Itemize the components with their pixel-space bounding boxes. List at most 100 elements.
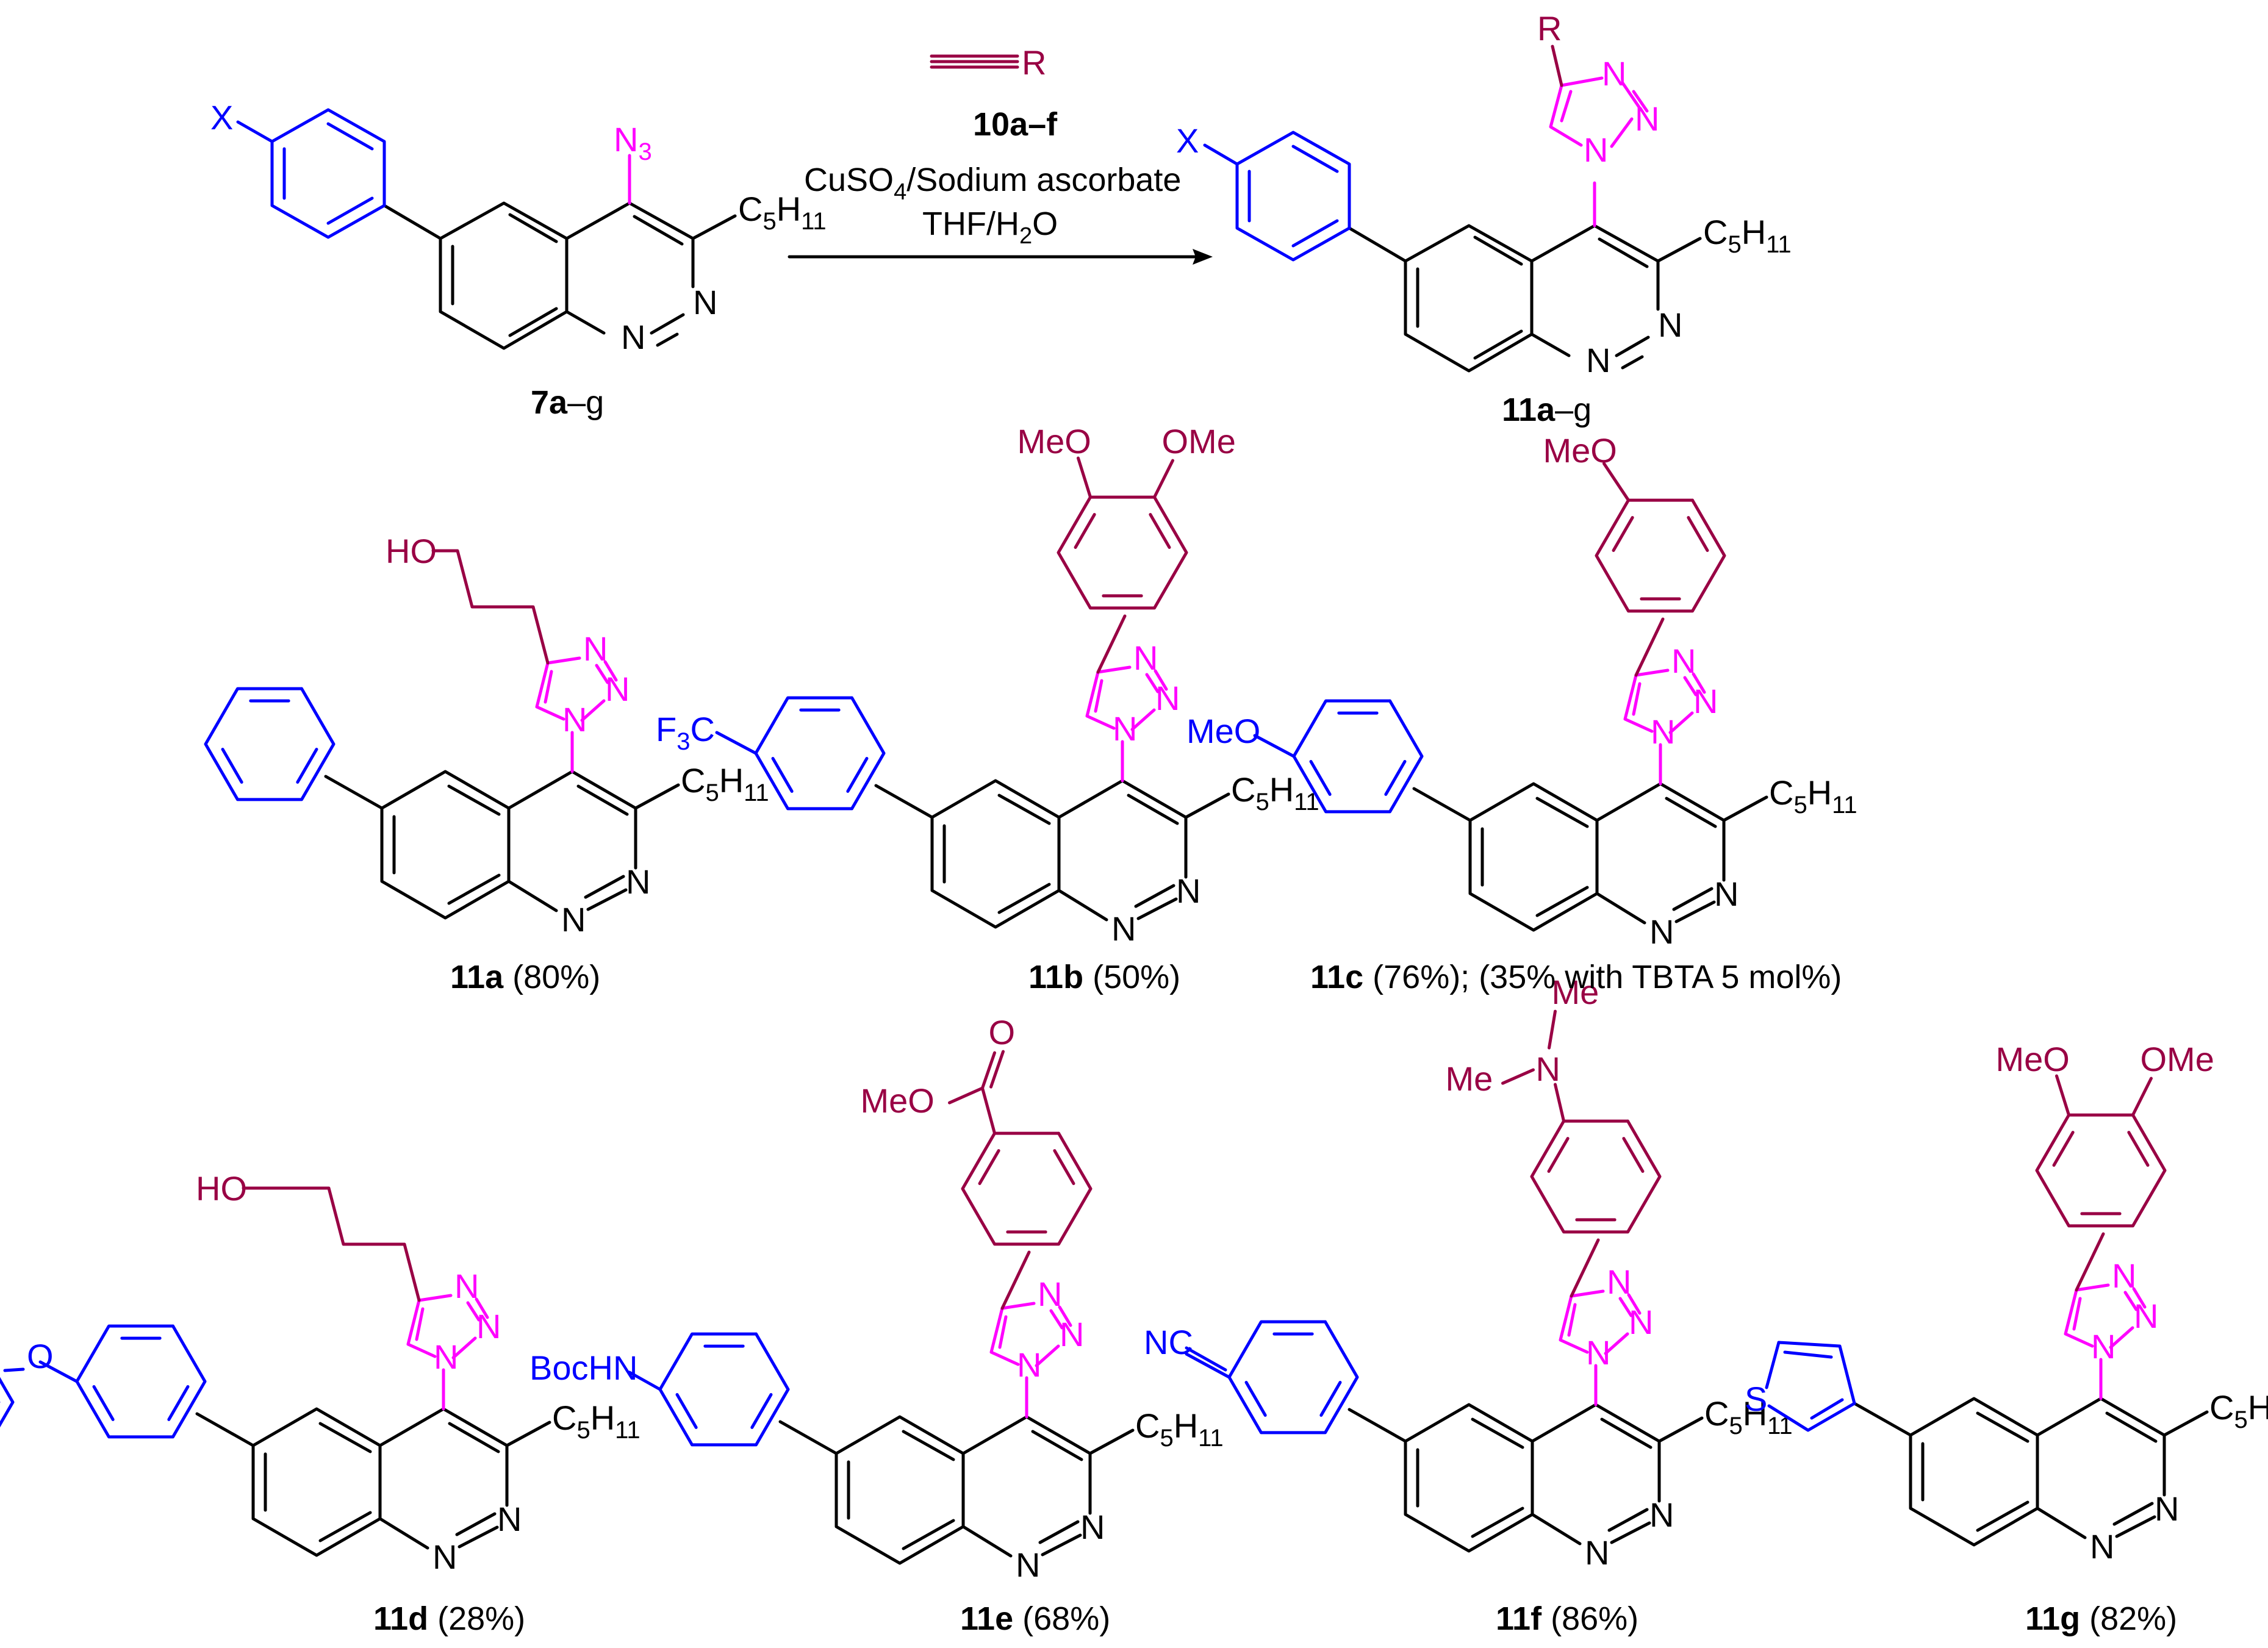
methyl-label-1: Me — [1552, 973, 1599, 1011]
triazole-N1: N — [1113, 709, 1137, 748]
hydroxyl-label: HO — [196, 1169, 247, 1208]
hydroxyl-label: HO — [386, 532, 437, 570]
atom-N-2: N — [1016, 1546, 1040, 1584]
c5h11-label: C5H11 — [2209, 1388, 2268, 1433]
c5h11-label: C5H11 — [1769, 773, 1857, 819]
triazole-N3: N — [1133, 639, 1158, 677]
methyl-label-2: Me — [1446, 1059, 1493, 1098]
methoxy-label: MeO — [1543, 431, 1617, 470]
atom-N-3: N — [1080, 1508, 1105, 1546]
c5h11-label: C5H11 — [552, 1399, 641, 1444]
methoxy-label-1: MeO — [1017, 422, 1091, 460]
c5h11-label: C5H11 — [1135, 1406, 1224, 1452]
atom-X: X — [210, 98, 233, 137]
compound-11g: NNC5H11NNNSMeOOMe — [1745, 1040, 2268, 1566]
triazole-N1: N — [434, 1338, 458, 1376]
c5h11-label: C5H11 — [1704, 1394, 1793, 1439]
c5h11-label: C5H11 — [1231, 770, 1319, 815]
label-11e: 11e (68%) — [960, 1600, 1110, 1637]
atom-N-3: N — [1658, 306, 1682, 344]
atom-N-3: N — [2155, 1489, 2179, 1528]
label-11f: 11f (86%) — [1496, 1600, 1638, 1637]
reagent-label: 10a–f — [973, 106, 1058, 143]
methoxy-label-2: OMe — [1162, 422, 1236, 460]
label-7a-g: 7a–g — [531, 384, 604, 421]
triazole-N3: N — [583, 629, 608, 668]
atom-N-2: N — [621, 318, 645, 356]
atom-N-2: N — [432, 1538, 457, 1576]
atom-N-3: N — [1176, 872, 1200, 910]
triazole-N1: N — [1584, 131, 1608, 169]
atom-N-3: N — [693, 283, 717, 321]
atom-N-2: N — [1586, 341, 1610, 379]
label-11b: 11b (50%) — [1028, 959, 1180, 995]
bochn-label: BocHN — [529, 1349, 637, 1387]
label-11a: 11a (80%) — [450, 959, 600, 995]
c5h11-label: C5H11 — [738, 190, 827, 235]
methoxy-label-2: OMe — [2141, 1040, 2214, 1078]
c5h11-label: C5H11 — [1703, 213, 1792, 258]
methoxy-label-1: MeO — [1996, 1040, 2070, 1078]
atom-N-2: N — [1649, 912, 1674, 951]
triazole-N3: N — [1671, 642, 1696, 680]
atom-S: S — [1745, 1380, 1767, 1418]
triazole-N3: N — [2112, 1256, 2136, 1295]
atom-R: R — [1537, 9, 1562, 48]
amine-N: N — [1536, 1050, 1560, 1088]
triazole-N1: N — [1586, 1333, 1610, 1372]
atom-N-2: N — [2090, 1527, 2114, 1566]
triazole-N2: N — [1060, 1315, 1084, 1353]
label-11d: 11d (28%) — [373, 1600, 525, 1637]
conditions-line-1: CuSO4/Sodium ascorbate — [804, 162, 1181, 205]
atom-X: X — [1176, 121, 1199, 160]
atom-N-3: N — [1649, 1496, 1674, 1534]
cinnoline-core — [439, 154, 737, 350]
atom-N-2: N — [1585, 1533, 1609, 1572]
atom-N-2: N — [1111, 909, 1136, 948]
starting-material-7: X N3 C5H11 N N 7a–g — [210, 98, 827, 421]
triazole-N2: N — [476, 1307, 501, 1345]
atom-N3: N3 — [614, 120, 652, 165]
label-11c: 11c (76%); (35% with TBTA 5 mol%) — [1310, 959, 1842, 995]
ether-oxygen: O — [27, 1337, 54, 1375]
label-11g: 11g (82%) — [2025, 1600, 2177, 1637]
atom-N-3: N — [626, 862, 650, 901]
aryl-ring-X — [236, 108, 442, 240]
triazole-N2: N — [2134, 1297, 2158, 1335]
triazole-N2: N — [1635, 99, 1659, 138]
c5h11-label: C5H11 — [681, 761, 769, 806]
triazole-N1: N — [2091, 1327, 2115, 1366]
atom-N-3: N — [497, 1500, 522, 1538]
cf3-label: F3C — [656, 710, 715, 755]
carbonyl-oxygen: O — [989, 1013, 1016, 1051]
methoxy-label: MeO — [1186, 712, 1260, 750]
reaction-conditions: R 10a–f CuSO4/Sodium ascorbate THF/H2O — [788, 43, 1213, 265]
triazole-N2: N — [1693, 682, 1718, 720]
triazole-N3: N — [1607, 1263, 1631, 1301]
atom-N-3: N — [1714, 875, 1739, 913]
triazole-N2: N — [1629, 1303, 1653, 1341]
label-11a-g: 11a–g — [1502, 392, 1592, 428]
alkyne-R: R — [1022, 43, 1046, 82]
atom-N-2: N — [561, 900, 586, 939]
arrow-head — [1193, 249, 1213, 265]
triazole-N3: N — [1038, 1275, 1062, 1313]
triazole-N1: N — [1651, 712, 1675, 751]
triazole-N1: N — [1017, 1345, 1041, 1384]
nitrile-label: NC — [1144, 1323, 1193, 1361]
triazole-N2: N — [605, 670, 630, 708]
triazole-N2: N — [1155, 679, 1180, 717]
conditions-line-2: THF/H2O — [922, 206, 1058, 249]
product-11: R N N N X C5H11 N N 11a–g — [1176, 9, 1792, 428]
triazole-N3: N — [454, 1267, 479, 1305]
methoxy-label: MeO — [861, 1081, 935, 1120]
triazole-N3: N — [1602, 54, 1626, 93]
triazole-N1: N — [562, 700, 587, 739]
